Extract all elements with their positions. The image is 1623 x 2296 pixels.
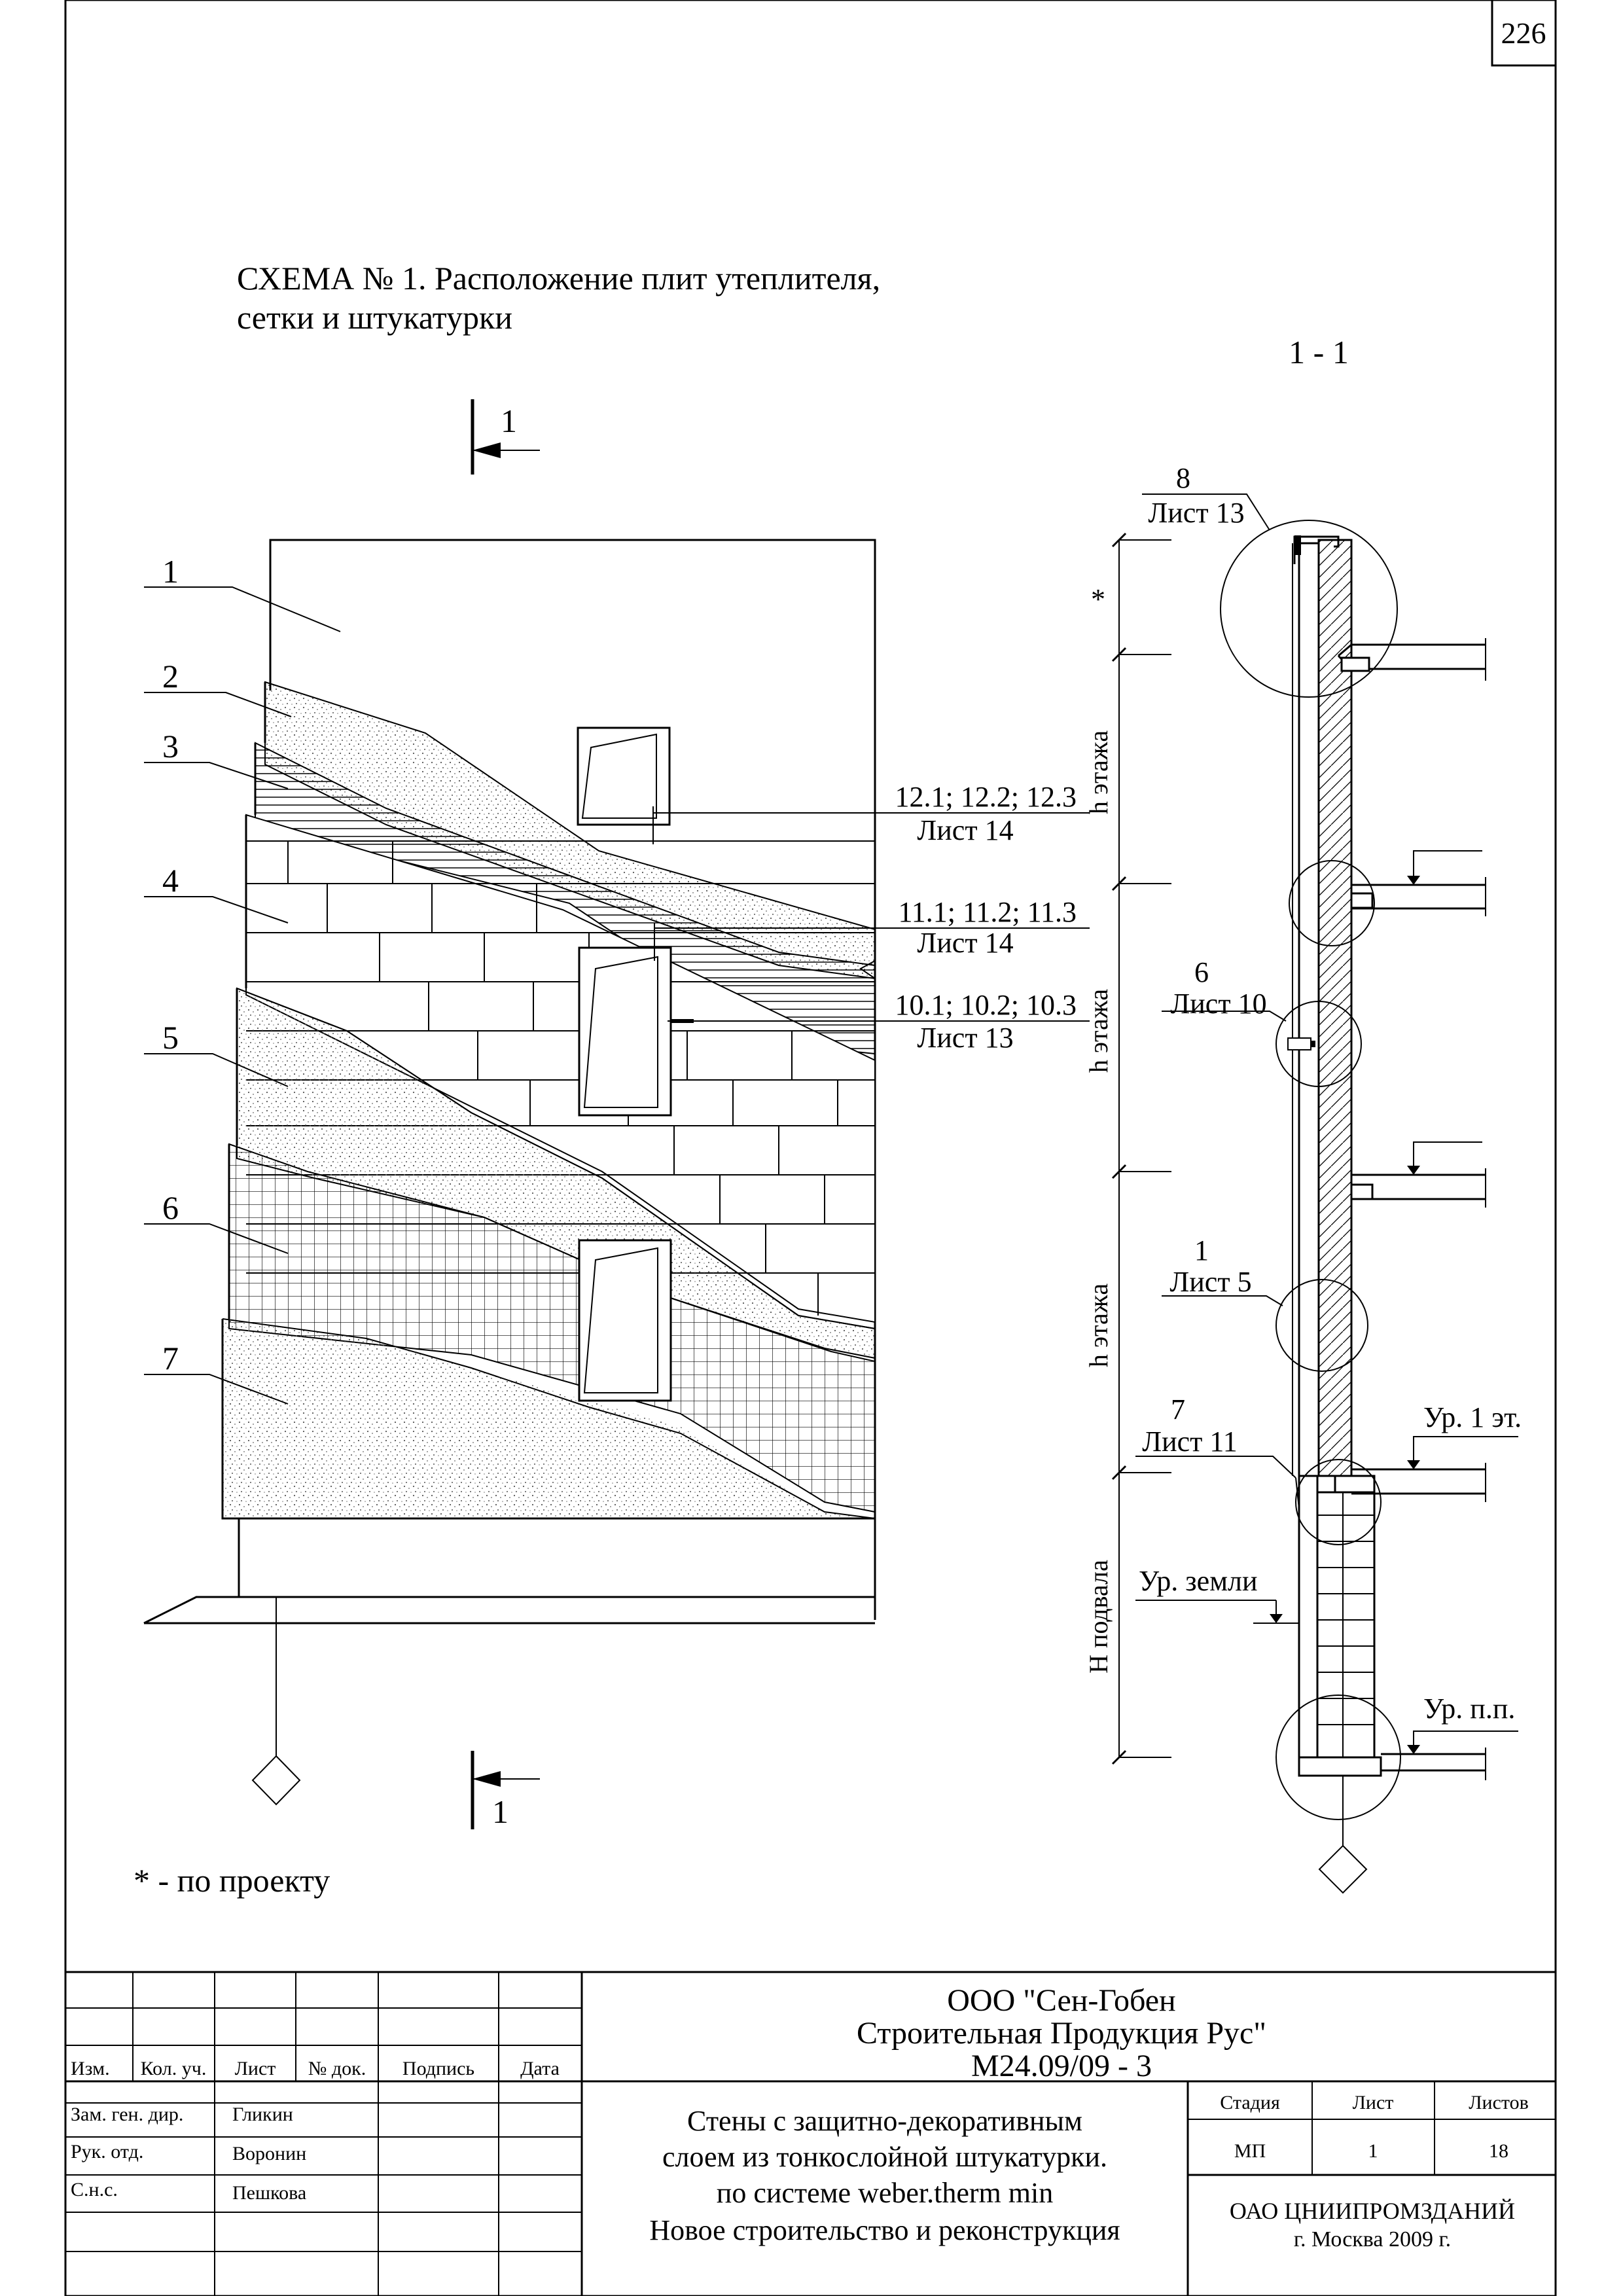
layer-label-5: 5 bbox=[162, 1019, 179, 1056]
section-callout-8-num: 8 bbox=[1176, 462, 1190, 494]
section-callout-6-num: 6 bbox=[1194, 956, 1209, 988]
section-callout-7-num: 7 bbox=[1171, 1393, 1185, 1426]
window-top bbox=[577, 726, 671, 826]
stamp-code: М24.09/09 - 3 bbox=[971, 2049, 1152, 2083]
cut-marker-bottom: 1 bbox=[471, 1751, 540, 1830]
scheme-title-line1: СХЕМА № 1. Расположение плит утеплителя, bbox=[237, 260, 880, 296]
svg-text:1: 1 bbox=[492, 1793, 508, 1830]
stamp-org-line2: Строительная Продукция Рус" bbox=[857, 2016, 1266, 2051]
svg-text:1: 1 bbox=[501, 403, 517, 439]
stamp-title-line3: по системе weber.therm min bbox=[717, 2177, 1053, 2209]
section-callout-8-sheet: Лист 13 bbox=[1148, 497, 1244, 529]
level-ground: Ур. земли bbox=[1139, 1565, 1258, 1597]
stamp-header-list: Лист bbox=[235, 2058, 276, 2079]
stamp-sheet: 1 bbox=[1368, 2140, 1378, 2162]
callout-10-ref: 10.1; 10.2; 10.3 bbox=[895, 989, 1077, 1021]
dim-basement: H подвала bbox=[1084, 1560, 1113, 1674]
detail-circles bbox=[1220, 520, 1401, 1820]
stamp-header-doc: № док. bbox=[308, 2058, 366, 2079]
window-middle bbox=[578, 946, 672, 1117]
stamp-name-1: Гликин bbox=[232, 2104, 293, 2125]
stamp-header-date: Дата bbox=[520, 2058, 560, 2079]
section-masonry bbox=[1317, 539, 1353, 1477]
layer-label-3: 3 bbox=[162, 728, 179, 764]
layer-leaders bbox=[144, 586, 341, 1405]
stamp-title-line2: слоем из тонкослойной штукатурки. bbox=[662, 2141, 1107, 2173]
stamp-author-line2: г. Москва 2009 г. bbox=[1294, 2227, 1451, 2251]
layer-6-mesh bbox=[228, 1143, 876, 1513]
layer-7-finish bbox=[223, 1319, 875, 1518]
section-elevation-marker-icon bbox=[1318, 1844, 1368, 1894]
section-callout-7-sheet: Лист 11 bbox=[1142, 1426, 1238, 1458]
stamp-stage: МП bbox=[1234, 2140, 1266, 2162]
stamp-header-kol: Кол. уч. bbox=[141, 2058, 207, 2079]
dim-star: * bbox=[1091, 583, 1105, 615]
stamp-org-line1: ООО "Сен-Гобен bbox=[947, 1983, 1175, 2018]
stamp-author-line1: ОАО ЦНИИПРОМЗДАНИЙ bbox=[1230, 2198, 1515, 2224]
layer-label-1: 1 bbox=[162, 553, 179, 590]
section-callout-1-sheet: Лист 5 bbox=[1169, 1266, 1251, 1298]
section-label: 1 - 1 bbox=[1289, 334, 1349, 370]
layer-label-6: 6 bbox=[162, 1189, 179, 1226]
stamp-header-sign: Подпись bbox=[402, 2058, 474, 2079]
sheet-frame bbox=[64, 0, 1557, 2296]
stamp-role-3: С.н.с. bbox=[71, 2179, 118, 2200]
stamp-stage-header: Стадия bbox=[1220, 2092, 1280, 2113]
scheme-title-line2: сетки и штукатурки bbox=[237, 299, 512, 336]
dim-floor-2: h этажа bbox=[1084, 989, 1113, 1073]
layer-label-7: 7 bbox=[162, 1340, 179, 1376]
stamp-sheets: 18 bbox=[1489, 2140, 1508, 2162]
facade-elevation: 1 2 3 4 5 6 7 12.1; 12.2; 12.3 Лист 14 1… bbox=[143, 399, 1090, 1830]
dim-floor-1: h этажа bbox=[1084, 730, 1113, 815]
callout-11-sheet: Лист 14 bbox=[917, 927, 1013, 959]
section-callout-6-sheet: Лист 10 bbox=[1170, 988, 1266, 1020]
stamp-sheet-header: Лист bbox=[1353, 2092, 1394, 2113]
stamp-name-3: Пешкова bbox=[232, 2182, 306, 2204]
page-number: 226 bbox=[1501, 16, 1546, 50]
plinth bbox=[238, 1518, 875, 1598]
footing bbox=[1298, 1756, 1382, 1777]
facade-callout-leaders bbox=[652, 806, 1090, 1022]
stamp-title-line1: Стены с защитно-декоративным bbox=[687, 2105, 1082, 2137]
dim-floor-3: h этажа bbox=[1084, 1283, 1113, 1368]
page-number-box bbox=[1491, 0, 1557, 67]
layer-label-4: 4 bbox=[162, 862, 179, 899]
stamp-sheets-header: Листов bbox=[1469, 2092, 1529, 2113]
level-floor-base: Ур. п.п. bbox=[1423, 1693, 1515, 1725]
footnote: * - по проекту bbox=[134, 1862, 330, 1899]
level-first-floor: Ур. 1 эт. bbox=[1423, 1401, 1522, 1433]
stamp-name-2: Воронин bbox=[232, 2143, 306, 2164]
title-block: Изм. Кол. уч. Лист № док. Подпись Дата З… bbox=[65, 1971, 1556, 2296]
stamp-title-line4: Новое строительство и реконструкция bbox=[649, 2214, 1120, 2246]
stamp-role-1: Зам. ген. дир. bbox=[71, 2104, 183, 2125]
stamp-header-izm: Изм. bbox=[71, 2058, 110, 2079]
cut-marker-top: 1 bbox=[471, 399, 540, 475]
stamp-role-2: Рук. отд. bbox=[71, 2141, 143, 2162]
callout-12-sheet: Лист 14 bbox=[917, 814, 1013, 846]
section-insulation bbox=[1298, 542, 1320, 1477]
callout-12-ref: 12.1; 12.2; 12.3 bbox=[895, 781, 1077, 813]
layer-label-2: 2 bbox=[162, 658, 179, 694]
elevation-marker-icon bbox=[251, 1755, 301, 1806]
floor-slabs bbox=[1334, 643, 1486, 1772]
section-callout-1-num: 1 bbox=[1194, 1234, 1209, 1266]
callout-11-ref: 11.1; 11.2; 11.3 bbox=[898, 896, 1077, 928]
ground-line bbox=[143, 1596, 875, 1624]
section-view: * h этажа h этажа h этажа H подвала bbox=[1084, 462, 1522, 1894]
window-bottom bbox=[578, 1239, 672, 1402]
callout-10-sheet: Лист 13 bbox=[917, 1022, 1013, 1054]
